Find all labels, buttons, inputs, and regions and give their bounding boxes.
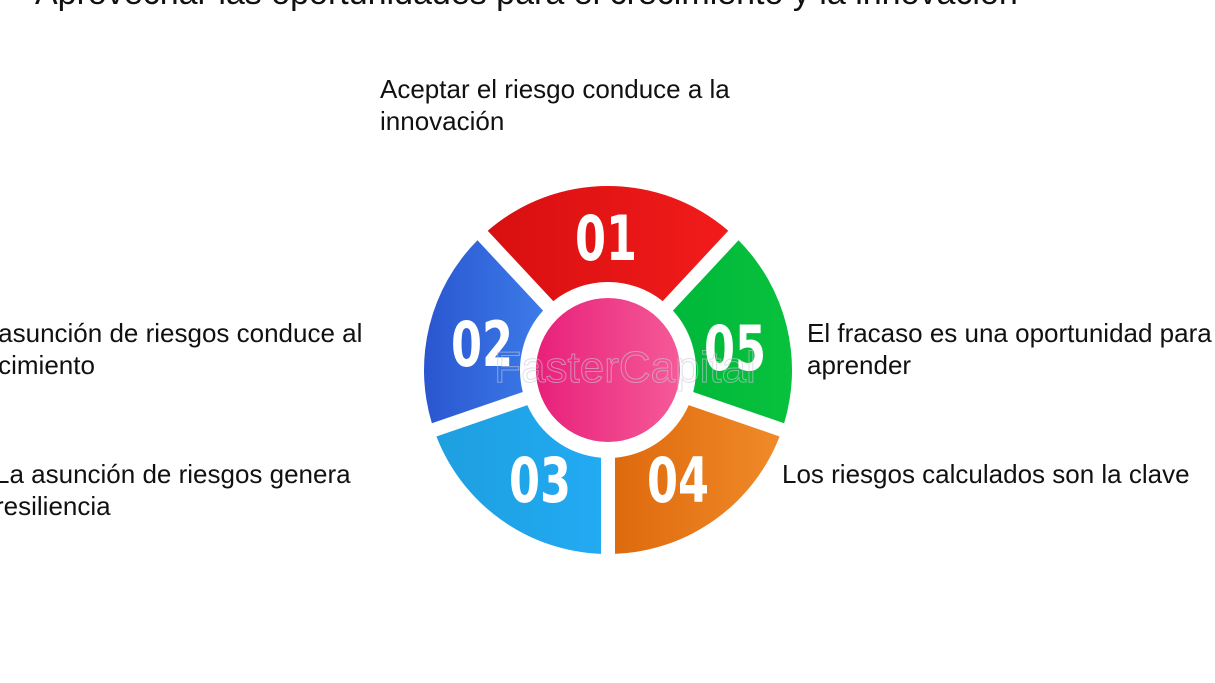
label-03-line1: La asunción de riesgos genera: [0, 459, 351, 489]
segment-01: [487, 185, 729, 302]
label-03-line2: resiliencia: [0, 491, 111, 521]
segment-number-05: 05: [704, 314, 766, 386]
label-01-line1: Aceptar el riesgo conduce a la: [380, 74, 730, 104]
label-01: Aceptar el riesgo conduce a la innovació…: [380, 73, 730, 137]
segment-number-04: 04: [647, 446, 709, 518]
label-05: El fracaso es una oportunidad para apren…: [807, 317, 1212, 381]
segment-02: [424, 240, 544, 424]
label-05-line2: aprender: [807, 350, 912, 380]
watermark-logo: FasterCapital: [494, 343, 756, 392]
segment-number-03: 03: [509, 446, 571, 518]
label-05-line1: El fracaso es una oportunidad para: [807, 318, 1212, 348]
segment-number-02: 02: [451, 310, 513, 382]
label-03: La asunción de riesgos genera resilienci…: [0, 458, 351, 522]
segment-number-01: 01: [575, 204, 637, 276]
label-04: Los riesgos calculados son la clave: [782, 458, 1190, 490]
segment-05: [672, 240, 792, 424]
label-02-line1: La asunción de riesgos conduce al: [0, 318, 363, 348]
label-04-line1: Los riesgos calculados son la clave: [782, 459, 1190, 489]
label-01-line2: innovación: [380, 106, 505, 136]
center-circle: [536, 298, 680, 442]
label-02-line2: crecimiento: [0, 350, 95, 380]
slide-title: Aprovechar las oportunidades para el cre…: [35, 0, 1018, 13]
label-02: La asunción de riesgos conduce al crecim…: [0, 317, 362, 381]
segment-04: [614, 405, 780, 554]
segment-03: [436, 405, 602, 554]
